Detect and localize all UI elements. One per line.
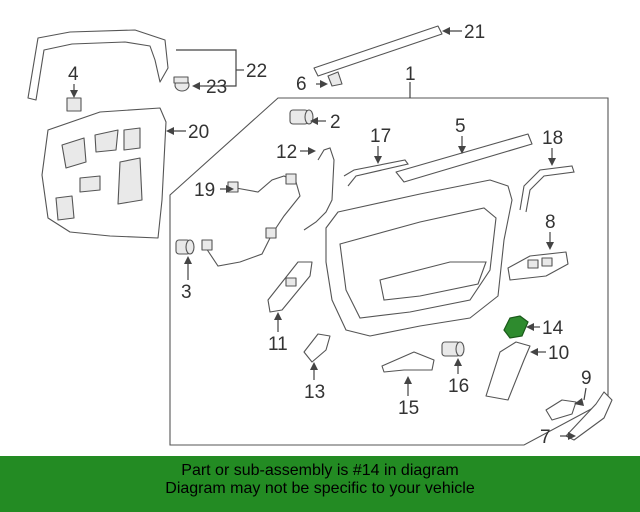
callout-12: 12: [276, 142, 297, 163]
callout-21: 21: [464, 22, 485, 43]
door-armrest: [379, 261, 487, 301]
callout-23: 23: [206, 77, 227, 98]
callout-2: 2: [330, 112, 341, 133]
callout-16: 16: [448, 376, 469, 397]
banner-line-part-number: Part or sub-assembly is #14 in diagram: [181, 462, 459, 479]
callout-20: 20: [188, 122, 209, 143]
pocket-part-10: [485, 341, 531, 401]
callout-13: 13: [304, 382, 325, 403]
callout-10: 10: [548, 343, 569, 364]
callout-17: 17: [370, 126, 391, 147]
callout-labels: 1 2 3 4 5 6 7 8 9 10 11 12 13 14 15 16 1…: [68, 22, 592, 448]
leader-lines: [70, 27, 587, 440]
plug-part-3: [175, 239, 195, 255]
bracket-part-17: [343, 159, 409, 187]
switch-bezel-part-8: [507, 251, 569, 281]
callout-11: 11: [268, 334, 288, 355]
bracket-part-15: [381, 351, 435, 373]
pad-part: [66, 97, 82, 112]
callout-15: 15: [398, 398, 419, 419]
harness-connectors: [201, 173, 297, 251]
wiring-harness-part: [205, 175, 301, 267]
deflector-cutouts: [55, 127, 143, 221]
lower-trim-part-7: [565, 391, 613, 441]
callout-4: 4: [68, 64, 79, 85]
door-trim-inner: [339, 207, 497, 319]
callout-1: 1: [405, 64, 416, 85]
parts-diagram: 1 2 3 4 5 6 7 8 9 10 11 12 13 14 15 16 1…: [27, 22, 613, 448]
callout-7: 7: [540, 427, 551, 448]
belt-molding-part: [313, 25, 443, 77]
callout-8: 8: [545, 212, 556, 233]
info-banner: Part or sub-assembly is #14 in diagram D…: [0, 456, 640, 512]
plug-part-16: [441, 341, 465, 357]
connector-part-12: [303, 147, 335, 231]
insert-part-9: [545, 399, 577, 421]
callout-5: 5: [455, 116, 466, 137]
highlighted-part-14[interactable]: [503, 315, 529, 339]
clip-part: [173, 76, 190, 92]
callout-19: 19: [194, 180, 215, 201]
callout-6: 6: [296, 74, 307, 95]
callout-22: 22: [246, 61, 267, 82]
weatherstrip-part-18: [519, 165, 575, 213]
upper-trim-part: [395, 133, 533, 183]
callout-18: 18: [542, 128, 563, 149]
cover-part-13: [303, 333, 331, 363]
door-trim-panel: [325, 179, 513, 337]
plug-part-2: [289, 109, 314, 125]
callout-3: 3: [181, 282, 192, 303]
window-molding-part: [27, 29, 169, 101]
banner-line-disclaimer: Diagram may not be specific to your vehi…: [165, 480, 475, 497]
switch-panel-part-11: [267, 261, 313, 313]
callout-14: 14: [542, 318, 564, 339]
belt-clip-part: [327, 71, 343, 87]
callout-9: 9: [581, 368, 592, 389]
